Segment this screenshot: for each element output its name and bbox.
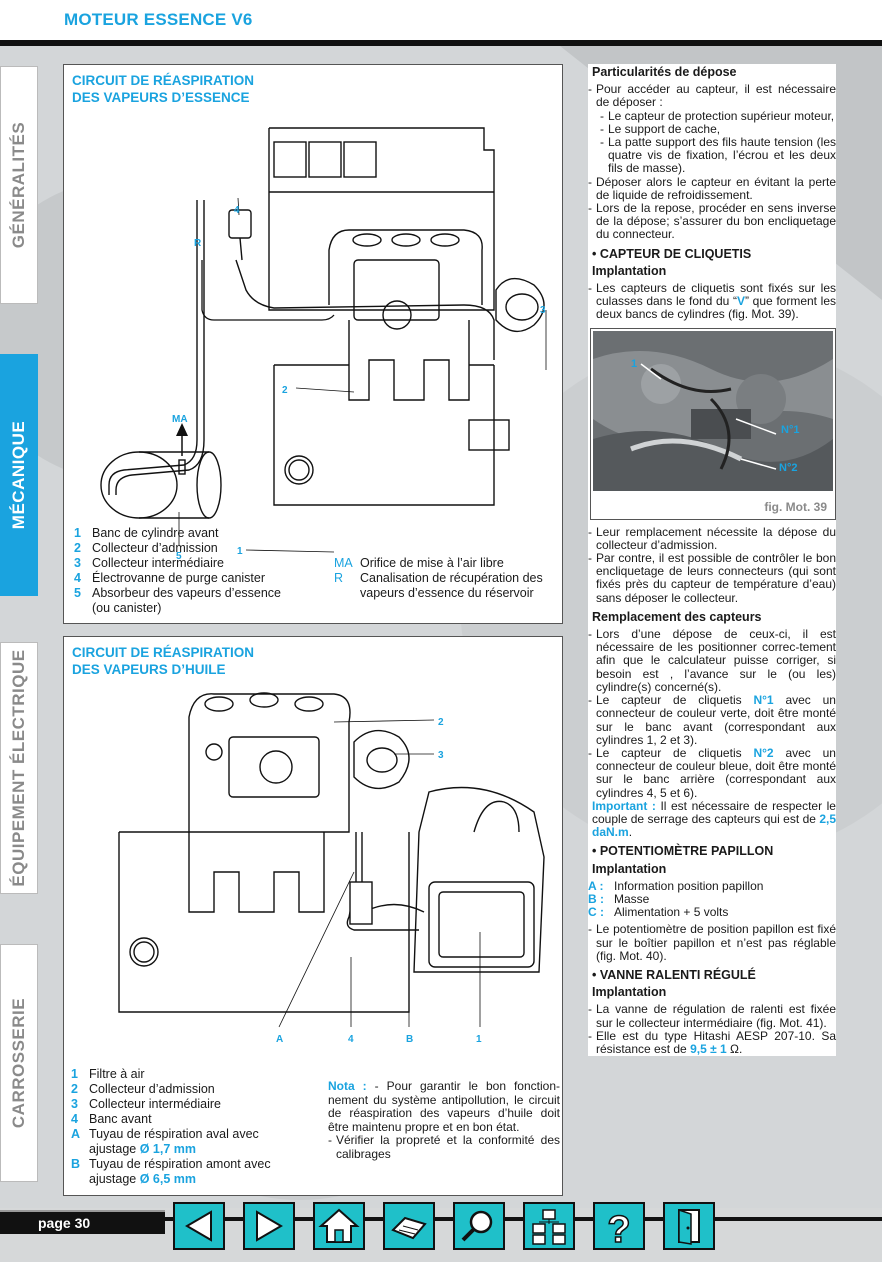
callout-2: 2 bbox=[282, 385, 288, 396]
callout-4: 4 bbox=[234, 205, 240, 216]
print-icon bbox=[391, 1216, 427, 1240]
nota-block: Nota : - Pour garantir le bon fonction-n… bbox=[328, 1079, 561, 1161]
callout-b: B bbox=[406, 1034, 413, 1045]
oil-vapour-diagram: 2 3 A 4 B 1 bbox=[118, 692, 545, 1045]
help-icon: ? bbox=[607, 1208, 632, 1248]
right-column: Particularités de dépose -Pour accéder a… bbox=[588, 64, 836, 1057]
callout-3: 3 bbox=[438, 750, 444, 761]
fuel-vapour-panel: CIRCUIT DE RÉASPIRATION DES VAPEURS D’ES… bbox=[63, 64, 563, 624]
header-rule bbox=[0, 40, 882, 46]
home-button[interactable] bbox=[313, 1202, 365, 1250]
page-title: MOTEUR ESSENCE V6 bbox=[64, 10, 253, 29]
callout-1: 1 bbox=[237, 546, 243, 557]
next-icon bbox=[256, 1210, 283, 1242]
header-bar bbox=[0, 0, 882, 40]
svg-text:?: ? bbox=[607, 1209, 630, 1248]
sitemap-icon bbox=[532, 1209, 566, 1245]
page-number: page 30 bbox=[38, 1215, 91, 1231]
callout-5: 5 bbox=[176, 551, 182, 562]
callout-a: A bbox=[276, 1034, 283, 1045]
oil-vapour-panel: CIRCUIT DE RÉASPIRATION DES VAPEURS D’HU… bbox=[63, 636, 563, 1196]
photo-label-1: 1 bbox=[631, 358, 637, 370]
exit-button[interactable] bbox=[663, 1202, 715, 1250]
tab-mecanique[interactable]: MÉCANIQUE bbox=[0, 354, 38, 596]
sitemap-button[interactable] bbox=[523, 1202, 575, 1250]
figure-mot-39: 1 N°1 N°2 fig. Mot. 39 bbox=[590, 327, 836, 520]
home-icon bbox=[318, 1208, 360, 1243]
callout-3: 3 bbox=[540, 305, 546, 316]
tab-equipement-electrique[interactable]: ÉQUIPEMENT ÉLECTRIQUE bbox=[0, 642, 38, 894]
tab-generalites[interactable]: GÉNÉRALITÉS bbox=[0, 66, 38, 304]
callout-1: 1 bbox=[476, 1034, 482, 1045]
callout-4: 4 bbox=[348, 1034, 354, 1045]
previous-icon bbox=[185, 1210, 212, 1242]
panel-title: CIRCUIT DE RÉASPIRATION DES VAPEURS D’HU… bbox=[72, 645, 255, 677]
callout-2: 2 bbox=[438, 717, 444, 728]
photo-label-n1: N°1 bbox=[781, 424, 799, 436]
previous-page-button[interactable] bbox=[173, 1202, 225, 1250]
help-button[interactable]: ? bbox=[593, 1202, 645, 1250]
next-page-button[interactable] bbox=[243, 1202, 295, 1250]
engine-photo: 1 N°1 N°2 fig. Mot. 39 bbox=[591, 328, 835, 519]
search-icon bbox=[461, 1210, 493, 1242]
tab-carrosserie[interactable]: CARROSSERIE bbox=[0, 944, 38, 1182]
photo-label-n2: N°2 bbox=[779, 462, 797, 474]
callout-r: R bbox=[194, 238, 202, 249]
figure-caption: fig. Mot. 39 bbox=[764, 500, 827, 514]
panel-title: CIRCUIT DE RÉASPIRATION DES VAPEURS D’ES… bbox=[72, 73, 255, 105]
callout-ma: MA bbox=[172, 414, 188, 425]
fuel-vapour-diagram: 4 R 3 2 MA 5 1 bbox=[100, 127, 547, 562]
print-button[interactable] bbox=[383, 1202, 435, 1250]
search-button[interactable] bbox=[453, 1202, 505, 1250]
page-number-box: page 30 bbox=[0, 1210, 165, 1234]
exit-icon bbox=[678, 1208, 700, 1245]
